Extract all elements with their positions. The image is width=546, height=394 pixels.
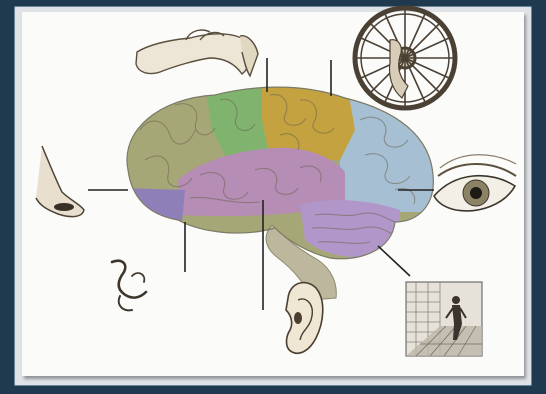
figure-in-room-icon [406, 282, 482, 356]
eye-icon [434, 155, 516, 211]
ear-icon [286, 283, 323, 354]
hand-icon [136, 30, 258, 76]
nose-icon [36, 146, 84, 217]
tongue-icon [112, 261, 146, 311]
wheel-icon [355, 8, 455, 108]
region-olfactory [125, 188, 185, 222]
